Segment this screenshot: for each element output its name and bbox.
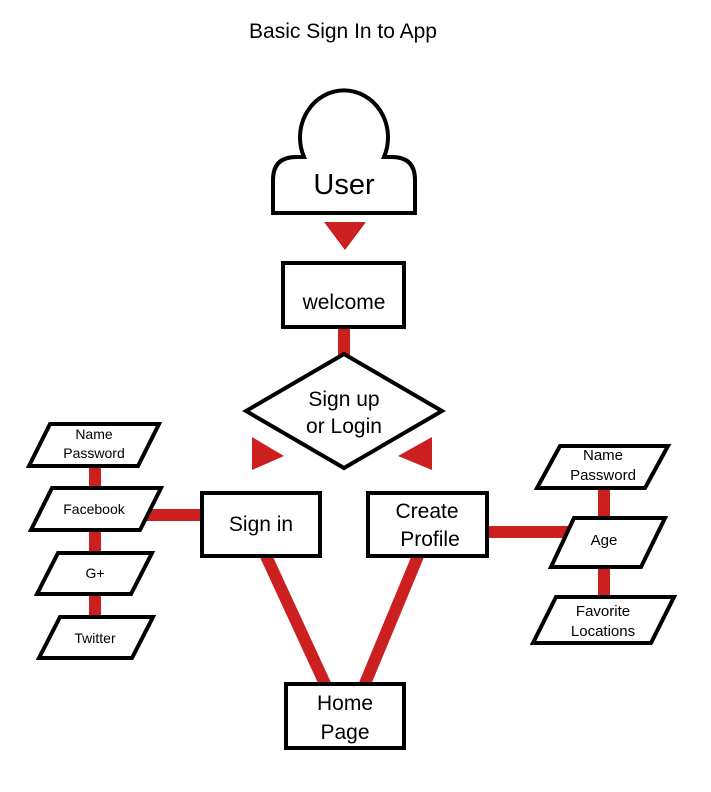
create-profile-label-line-1: Create: [395, 500, 458, 523]
option-gplus-label: G+: [85, 565, 104, 581]
arrow-user-to-welcome: [324, 222, 366, 250]
field-name-password-line-2: Password: [570, 467, 636, 484]
arrowheads: [252, 222, 432, 470]
field-name-password-line-1: Name: [583, 447, 623, 464]
sign-in-node: Sign in: [200, 491, 322, 558]
profile-fields: Name Password Age Favorite Locations: [529, 444, 678, 645]
connector-signin-home: [260, 553, 332, 689]
option-twitter-label: Twitter: [74, 630, 116, 646]
sign-in-label: Sign in: [229, 513, 293, 536]
home-page-box: [284, 682, 406, 750]
create-profile-node: Create Profile: [366, 491, 489, 558]
sign-in-box: [200, 491, 322, 558]
home-page-node: Home Page: [284, 682, 406, 750]
field-age-label: Age: [591, 532, 618, 549]
welcome-label: welcome: [302, 291, 386, 314]
decision-node: Sign up or Login: [242, 351, 446, 471]
decision-diamond: [242, 351, 446, 471]
person-silhouette-icon: [271, 88, 417, 215]
field-age-shape: [547, 516, 669, 569]
decision-label-line-1: Sign up: [308, 388, 379, 411]
field-favorite-locations-line-1: Favorite: [576, 603, 630, 620]
option-twitter-shape: [35, 615, 157, 660]
option-facebook-label: Facebook: [63, 501, 125, 517]
welcome-node: welcome: [281, 261, 406, 329]
field-name-password-shape: [533, 444, 672, 490]
field-favorite-locations-line-2: Locations: [571, 623, 635, 640]
diagram-title: Basic Sign In to App: [249, 20, 437, 43]
create-profile-box: [366, 491, 489, 558]
connector-profile-home: [358, 553, 424, 689]
decision-label-line-2: or Login: [306, 415, 382, 438]
home-page-label-line-2: Page: [320, 721, 369, 744]
welcome-box: [281, 261, 406, 329]
home-page-label-line-1: Home: [317, 692, 373, 715]
arrow-to-sign-in: [252, 437, 284, 470]
user-node: User: [271, 88, 417, 215]
arrow-to-create-profile: [398, 437, 432, 470]
option-facebook-shape: [27, 486, 165, 532]
sign-in-options: Name Password Facebook G+ Twitter: [25, 422, 165, 660]
user-label: User: [313, 169, 375, 201]
create-profile-label-line-2: Profile: [400, 528, 460, 551]
field-favorite-locations-shape: [529, 595, 678, 645]
option-name-password-line-2: Password: [63, 445, 124, 461]
option-gplus-shape: [33, 551, 156, 596]
option-name-password-line-1: Name: [75, 426, 113, 442]
option-name-password-shape: [25, 422, 163, 468]
